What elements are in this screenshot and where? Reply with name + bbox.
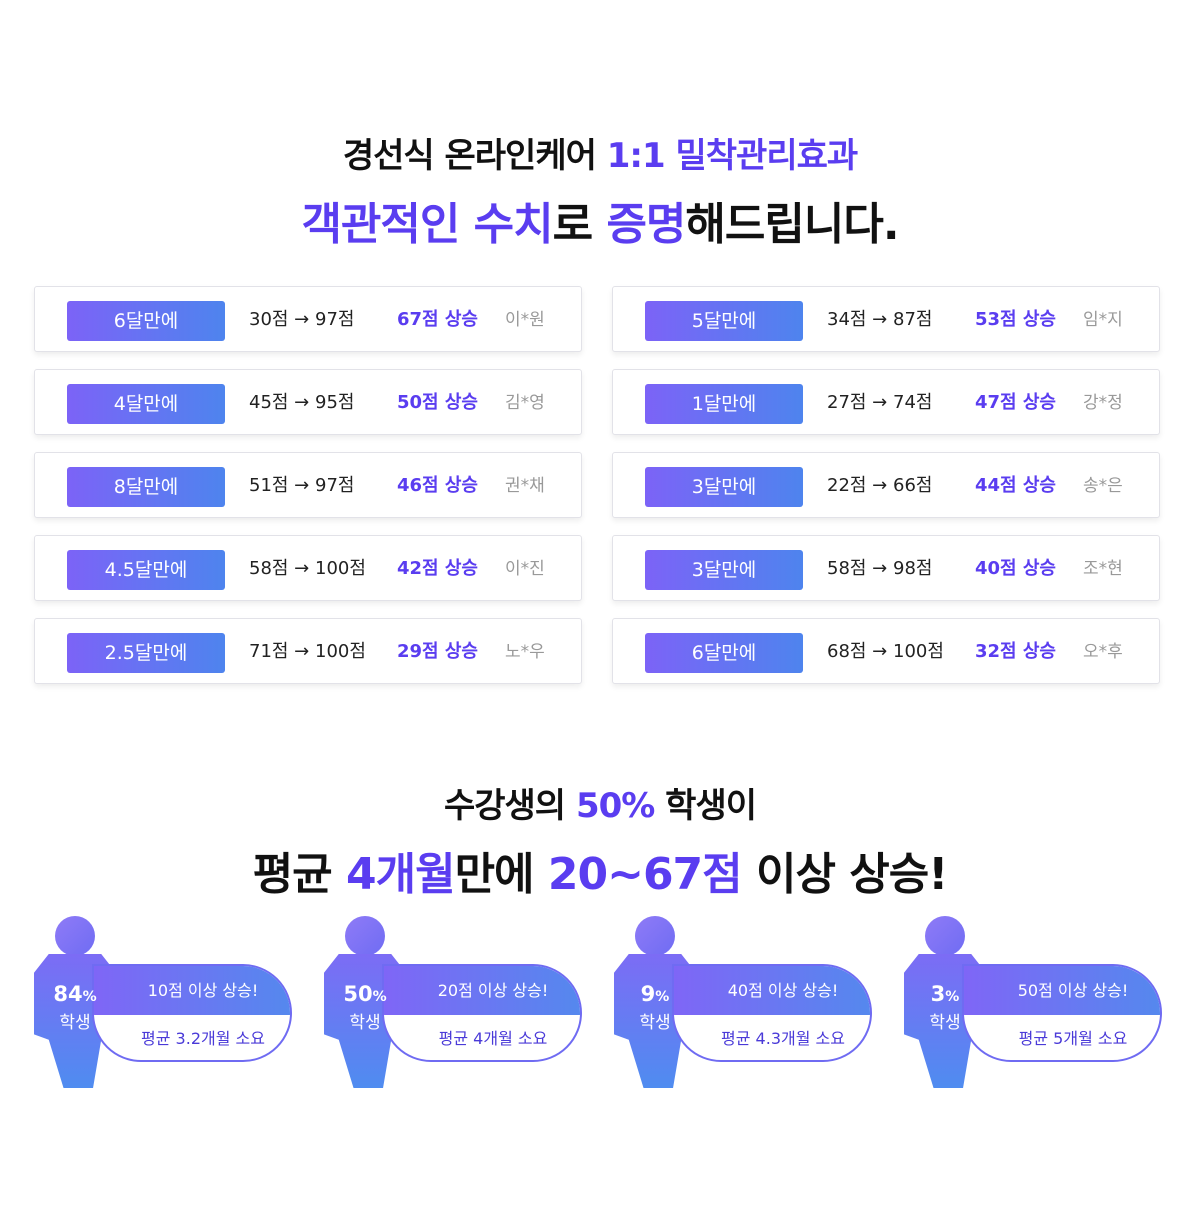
score-change: 58점 → 100점 (249, 558, 366, 579)
stat-label: 학생 (59, 1013, 91, 1033)
summary-a2: 50% (575, 786, 655, 826)
score-change: 68점 → 100점 (827, 641, 944, 662)
period-pill: 6달만에 (67, 301, 225, 341)
person-head-icon (55, 916, 95, 956)
period-pill: 1달만에 (645, 384, 803, 424)
stat-rise: 10점 이상 상승! (94, 966, 290, 1015)
score-gain: 50점 상승 (397, 392, 478, 413)
student-name: 김*영 (505, 393, 545, 413)
summary-b1: 평균 (252, 849, 346, 900)
headline-main-b: 로 (552, 199, 607, 250)
score-gain: 67점 상승 (397, 309, 478, 330)
headline-main-c: 증명 (606, 199, 686, 250)
score-change: 22점 → 66점 (827, 475, 933, 496)
student-name: 조*현 (1083, 559, 1123, 579)
stat-rise: 40점 이상 상승! (674, 966, 870, 1015)
score-change: 34점 → 87점 (827, 309, 933, 330)
summary-a3: 학생이 (654, 786, 757, 826)
student-name: 권*채 (505, 476, 545, 496)
stat-label: 학생 (639, 1013, 671, 1033)
result-card: 8달만에 51점 → 97점 46점 상승 권*채 (34, 452, 582, 518)
result-card: 4.5달만에 58점 → 100점 42점 상승 이*진 (34, 535, 582, 601)
student-name: 오*후 (1083, 642, 1123, 662)
student-name: 노*우 (505, 642, 545, 662)
student-name: 송*은 (1083, 476, 1123, 496)
period-pill: 5달만에 (645, 301, 803, 341)
headline-top-part2: 1:1 밀착관리효과 (606, 136, 858, 176)
stat-avg: 평균 5개월 소요 (1018, 1029, 1128, 1048)
result-card: 3달만에 22점 → 66점 44점 상승 송*은 (612, 452, 1160, 518)
score-gain: 53점 상승 (975, 309, 1056, 330)
stat-label: 학생 (349, 1013, 381, 1033)
summary-a1: 수강생의 (443, 786, 576, 826)
score-gain: 40점 상승 (975, 558, 1056, 579)
student-name: 이*진 (505, 559, 545, 579)
stat-bubble: 20점 이상 상승! 평균 4개월 소요 (382, 964, 582, 1062)
period-pill: 3달만에 (645, 550, 803, 590)
score-change: 58점 → 98점 (827, 558, 933, 579)
headline-main-d: 해드립니다. (685, 199, 899, 250)
period-pill: 4달만에 (67, 384, 225, 424)
headline-top-part1: 경선식 온라인케어 (342, 136, 607, 176)
period-pill: 2.5달만에 (67, 633, 225, 673)
stat-bubble: 50점 이상 상승! 평균 5개월 소요 (962, 964, 1162, 1062)
stat-block: 40점 이상 상승! 평균 4.3개월 소요 9% 학생 (614, 916, 876, 1088)
summary-b2: 4개월 (345, 849, 456, 900)
score-gain: 29점 상승 (397, 641, 478, 662)
stat-label: 학생 (929, 1013, 961, 1033)
summary-headline-top: 수강생의 50% 학생이 (0, 778, 1200, 827)
score-gain: 46점 상승 (397, 475, 478, 496)
stat-rise: 50점 이상 상승! (964, 966, 1160, 1015)
student-name: 이*원 (505, 310, 545, 330)
stat-percent: 3% (930, 982, 960, 1006)
period-pill: 4.5달만에 (67, 550, 225, 590)
score-change: 71점 → 100점 (249, 641, 366, 662)
summary-b4: 20~67점 (547, 849, 743, 900)
headline-top: 경선식 온라인케어 1:1 밀착관리효과 (0, 128, 1200, 177)
student-name: 임*지 (1083, 310, 1123, 330)
score-change: 30점 → 97점 (249, 309, 355, 330)
stat-block: 10점 이상 상승! 평균 3.2개월 소요 84% 학생 (34, 916, 296, 1088)
headline-main: 객관적인 수치로 증명해드립니다. (0, 188, 1200, 252)
score-gain: 44점 상승 (975, 475, 1056, 496)
result-card: 2.5달만에 71점 → 100점 29점 상승 노*우 (34, 618, 582, 684)
stat-rise: 20점 이상 상승! (384, 966, 580, 1015)
score-gain: 47점 상승 (975, 392, 1056, 413)
score-change: 45점 → 95점 (249, 392, 355, 413)
period-pill: 6달만에 (645, 633, 803, 673)
student-name: 강*정 (1083, 393, 1123, 413)
result-card: 1달만에 27점 → 74점 47점 상승 강*정 (612, 369, 1160, 435)
stat-avg: 평균 3.2개월 소요 (141, 1029, 265, 1048)
summary-headline-main: 평균 4개월만에 20~67점 이상 상승! (0, 838, 1200, 902)
stat-block: 50점 이상 상승! 평균 5개월 소요 3% 학생 (904, 916, 1166, 1088)
result-card: 3달만에 58점 → 98점 40점 상승 조*현 (612, 535, 1160, 601)
person-head-icon (345, 916, 385, 956)
result-card: 5달만에 34점 → 87점 53점 상승 임*지 (612, 286, 1160, 352)
score-gain: 32점 상승 (975, 641, 1056, 662)
stat-block: 20점 이상 상승! 평균 4개월 소요 50% 학생 (324, 916, 586, 1088)
stat-avg: 평균 4.3개월 소요 (721, 1029, 845, 1048)
stat-avg: 평균 4개월 소요 (438, 1029, 548, 1048)
stat-percent: 9% (640, 982, 670, 1006)
summary-b5: 이상 상승! (741, 849, 948, 900)
result-card: 4달만에 45점 → 95점 50점 상승 김*영 (34, 369, 582, 435)
period-pill: 8달만에 (67, 467, 225, 507)
headline-main-a: 객관적인 수치 (301, 199, 553, 250)
person-head-icon (925, 916, 965, 956)
result-card: 6달만에 68점 → 100점 32점 상승 오*후 (612, 618, 1160, 684)
score-change: 51점 → 97점 (249, 475, 355, 496)
stat-percent: 50% (343, 982, 387, 1006)
person-head-icon (635, 916, 675, 956)
stat-percent: 84% (53, 982, 97, 1006)
result-card: 6달만에 30점 → 97점 67점 상승 이*원 (34, 286, 582, 352)
period-pill: 3달만에 (645, 467, 803, 507)
stat-bubble: 10점 이상 상승! 평균 3.2개월 소요 (92, 964, 292, 1062)
score-gain: 42점 상승 (397, 558, 478, 579)
score-change: 27점 → 74점 (827, 392, 933, 413)
summary-b3: 만에 (454, 849, 548, 900)
stat-bubble: 40점 이상 상승! 평균 4.3개월 소요 (672, 964, 872, 1062)
